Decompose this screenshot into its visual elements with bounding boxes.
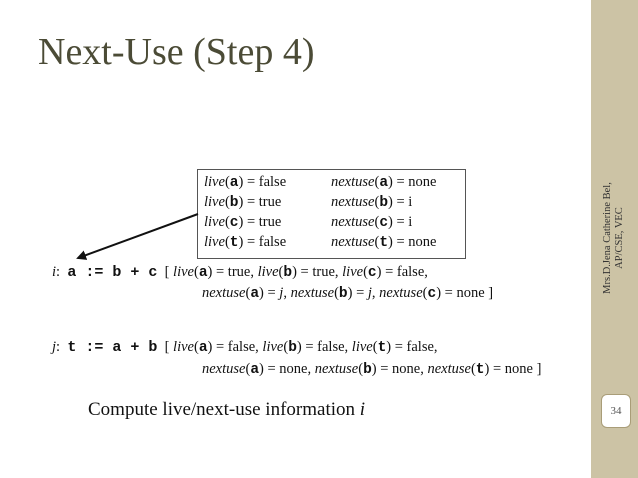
statement-i-line-1: i: a := b + c [ live(a) = true, live(b) … <box>52 264 428 281</box>
box-row-nextuse: nextuse(a) = none <box>331 174 437 191</box>
box-row-live: live(c) = true <box>204 214 282 231</box>
box-row-live: live(a) = false <box>204 174 287 191</box>
box-row-live: live(b) = true <box>204 194 282 211</box>
box-row-nextuse: nextuse(t) = none <box>331 234 437 251</box>
page-number: 34 <box>601 394 631 428</box>
box-row-nextuse: nextuse(c) = i <box>331 214 413 231</box>
statement-j-line-2: nextuse(a) = none, nextuse(b) = none, ne… <box>202 361 542 378</box>
page-title: Next-Use (Step 4) <box>38 31 315 73</box>
box-row-nextuse: nextuse(b) = i <box>331 194 413 211</box>
caption: Compute live/next-use information i <box>88 399 366 420</box>
statement-j-line-1: j: t := a + b [ live(a) = false, live(b)… <box>52 339 438 356</box>
box-row-live: live(t) = false <box>204 234 287 251</box>
statement-i-line-2: nextuse(a) = j, nextuse(b) = j, nextuse(… <box>202 285 494 302</box>
